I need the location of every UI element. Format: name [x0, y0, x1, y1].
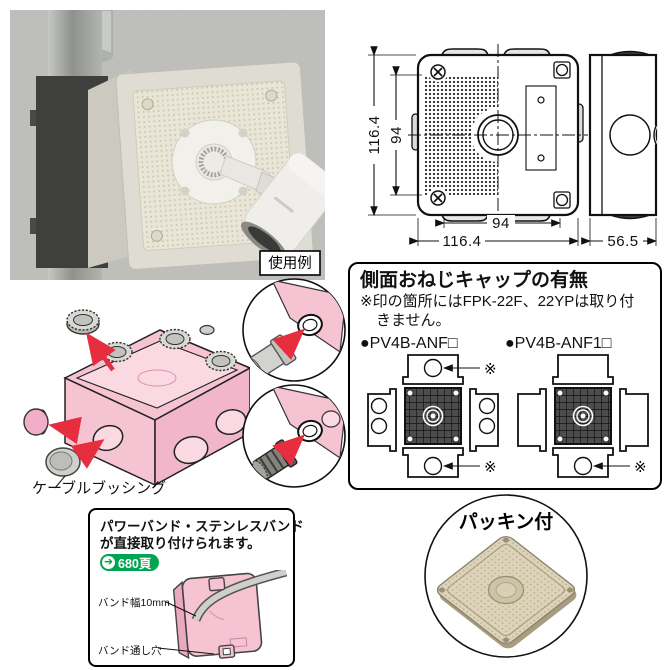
band-pink-box [172, 572, 263, 660]
band-clips [208, 576, 236, 659]
page-ref-arrow-icon: ➜ [102, 556, 115, 569]
side-cap-note-line2: きません。 [376, 311, 451, 329]
packing-section: パッキン付 [420, 490, 596, 666]
band-text-line1: パワーバンド・ステンレスバンド [100, 519, 304, 534]
callout-ribbed-connector [242, 384, 346, 488]
product-label-anf: ●PV4B-ANF□ [360, 335, 458, 353]
dim-front-inner-width: 94 [492, 215, 510, 232]
asterisk-anf-bottom: ※ [484, 459, 497, 476]
side-cap-section: 側面おねじキャップの有無 ※印の箇所にはFPK-22F、22YPは取り付 きませ… [348, 262, 662, 490]
band-box-diagram [157, 570, 288, 660]
packing-title: パッキン付 [459, 510, 553, 533]
exploded-box-diagram [5, 290, 250, 495]
band-hole-label: バンド通し穴 [98, 645, 162, 657]
red-arrows [48, 332, 116, 469]
dimension-drawing: 116.4 94 94 116.4 56.5 [344, 40, 670, 252]
cap-variant-diagrams: ※ ※ [367, 354, 649, 479]
dim-front-width: 116.4 [443, 233, 482, 250]
leader-lines [157, 601, 215, 655]
photo-caption-box: 使用例 [259, 250, 321, 276]
dimension-drawing-svg: 116.4 94 94 116.4 56.5 [366, 44, 658, 250]
variant-anf1-diagram: ※ [517, 354, 649, 479]
product-label-anf1: ●PV4B-ANF1□ [505, 335, 612, 353]
usage-photo: 使用例 [10, 10, 325, 280]
camera-body [240, 153, 325, 259]
side-cap-note-line1: ※印の箇所にはFPK-22F、22YPは取り付 [360, 292, 635, 310]
metal-band [191, 570, 288, 622]
removed-thread-cap [66, 309, 100, 335]
page-ref-badge: ➜ 680頁 [100, 554, 160, 571]
front-view [408, 44, 588, 228]
packing-svg: パッキン付 [424, 494, 588, 658]
callout-hex-connector [242, 278, 346, 382]
connector-callouts [238, 276, 350, 488]
band-width-label: バンド幅10mm [98, 597, 170, 609]
thread-caps [66, 309, 237, 372]
dimension-labels: 116.4 94 94 116.4 56.5 [366, 106, 643, 250]
band-section: パワーバンド・ステンレスバンド が直接取り付けられます。 ➜ 680頁 バンド幅… [88, 508, 304, 667]
dim-front-height: 116.4 [366, 116, 383, 155]
cable-bushing [45, 447, 81, 477]
photo-caption: 使用例 [268, 255, 312, 272]
exploded-box-svg [23, 309, 250, 489]
knockout-holes [92, 408, 247, 465]
dim-depth: 56.5 [607, 233, 638, 250]
asterisk-anf-top: ※ [484, 361, 497, 378]
side-cap-title: 側面おねじキャップの有無 [360, 270, 589, 291]
variant-anf-diagram: ※ ※ [367, 354, 499, 479]
side-view [588, 50, 658, 220]
usage-photo-svg: 使用例 [10, 10, 325, 280]
gasket [436, 536, 577, 649]
cable-bushing-label: ケーブルブッシング [32, 480, 167, 497]
page-ref-text: 680頁 [118, 557, 152, 571]
product-labels: ●PV4B-ANF□ ●PV4B-ANF1□ [360, 335, 650, 353]
asterisk-anf1-bottom: ※ [634, 459, 647, 476]
gasket-corner-screws [439, 537, 573, 643]
connector-callouts-svg [242, 278, 346, 488]
dim-front-inner-height: 94 [388, 126, 405, 144]
band-text-line2: が直接取り付けられます。 [100, 536, 261, 551]
removed-pink-cap [23, 408, 49, 436]
